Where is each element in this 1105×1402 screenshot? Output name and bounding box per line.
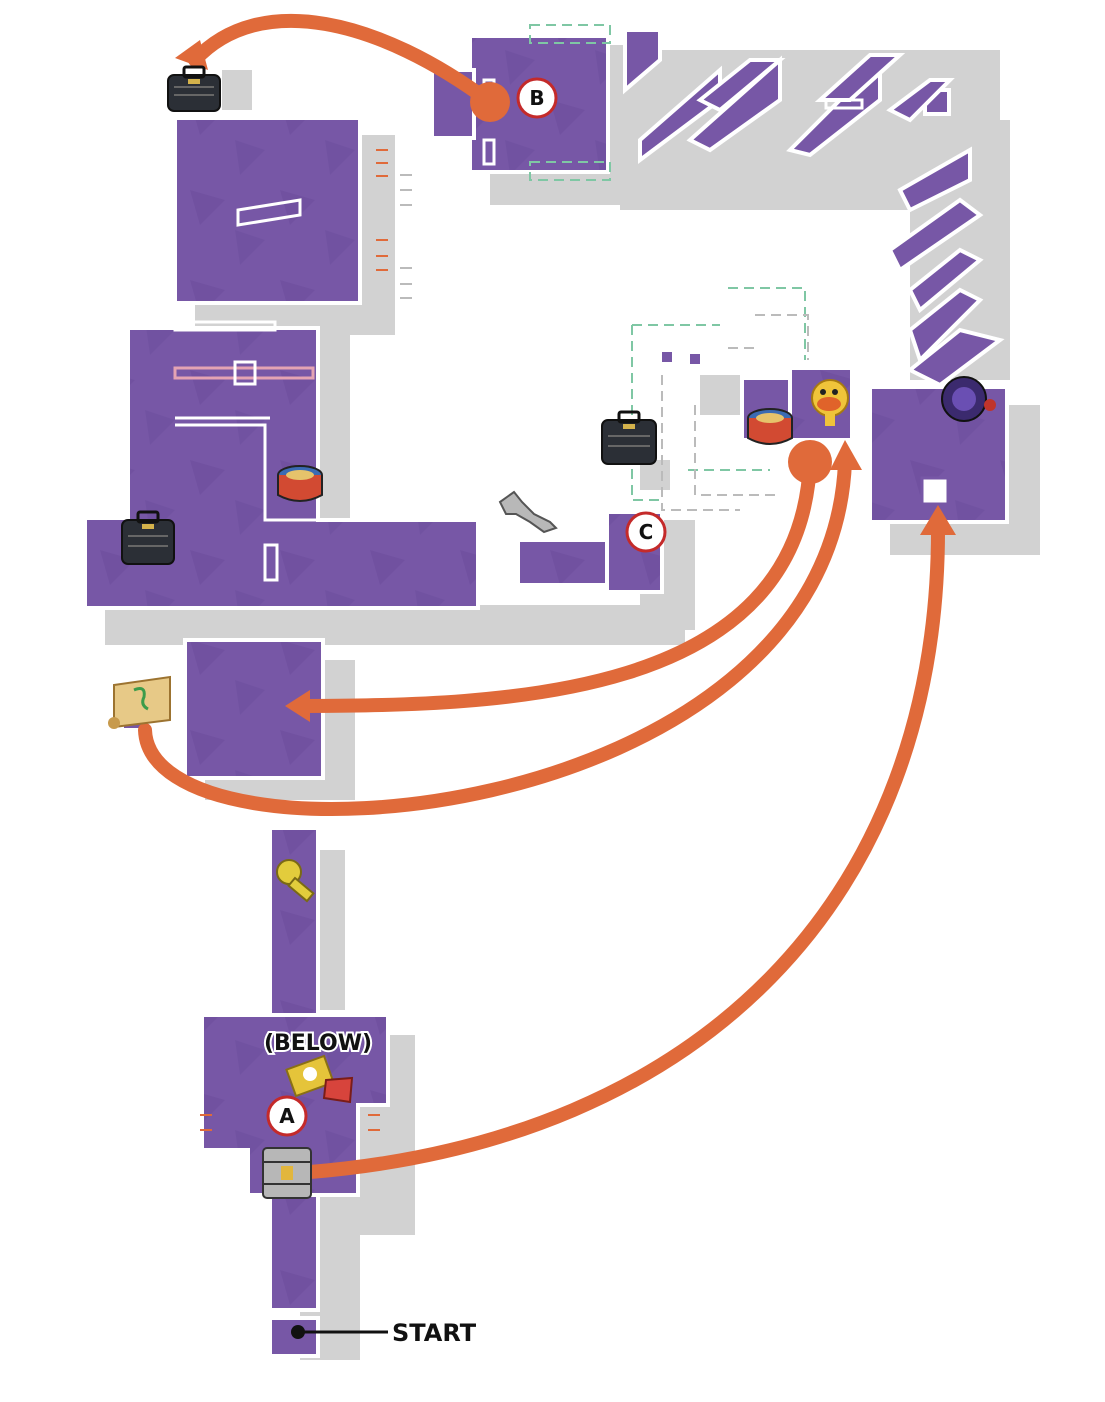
wrench-icon (498, 490, 558, 534)
briefcase-icon (167, 65, 221, 112)
route-origin-c (788, 440, 832, 484)
corridor-vertical (268, 826, 320, 1030)
route-arrow-a-to-right (303, 518, 946, 1179)
ammo-box-icon (277, 465, 323, 502)
marker-a: A (266, 1095, 308, 1137)
route-arrowhead-b (175, 40, 208, 70)
treasure-map-scroll-icon (108, 675, 171, 729)
metal-crate-icon (262, 1147, 312, 1199)
ammo-box-icon (747, 408, 793, 445)
key-icon (276, 859, 315, 903)
marker-c-label: C (639, 520, 654, 544)
start-label: START (392, 1319, 477, 1347)
wall-arrows (200, 149, 412, 1131)
route-arrowhead-right (920, 505, 956, 535)
route-arrow-b (188, 13, 497, 109)
robot-enemy-icon (941, 376, 996, 422)
route-arrowhead-c (830, 440, 862, 470)
room-top-left (173, 116, 362, 305)
floor-rooms (83, 28, 1009, 1358)
diagonal-walkway (623, 28, 1005, 388)
corridor-start (268, 1193, 320, 1312)
golden-creature-icon (811, 379, 849, 426)
marker-c: C (625, 511, 667, 553)
marker-b-label: B (529, 86, 544, 110)
room-left-large (83, 326, 480, 610)
interior-details (173, 78, 864, 582)
route-arrow-c-middle (298, 455, 817, 713)
below-label: (BELOW) (264, 1031, 372, 1056)
gold-chip-bundle-icon (285, 1054, 354, 1104)
start-pointer (291, 1325, 388, 1339)
route-origin-b (470, 82, 510, 122)
briefcase-icon (121, 510, 175, 565)
route-arrows (138, 13, 956, 1179)
secret-paths (529, 24, 809, 511)
route-arrowhead-c-middle (285, 690, 310, 722)
briefcase-icon (601, 410, 657, 465)
marker-b: B (516, 77, 558, 119)
corridor-c (516, 538, 612, 587)
route-arrow-scroll-to-c (138, 455, 852, 816)
marker-a-label: A (279, 1104, 295, 1128)
